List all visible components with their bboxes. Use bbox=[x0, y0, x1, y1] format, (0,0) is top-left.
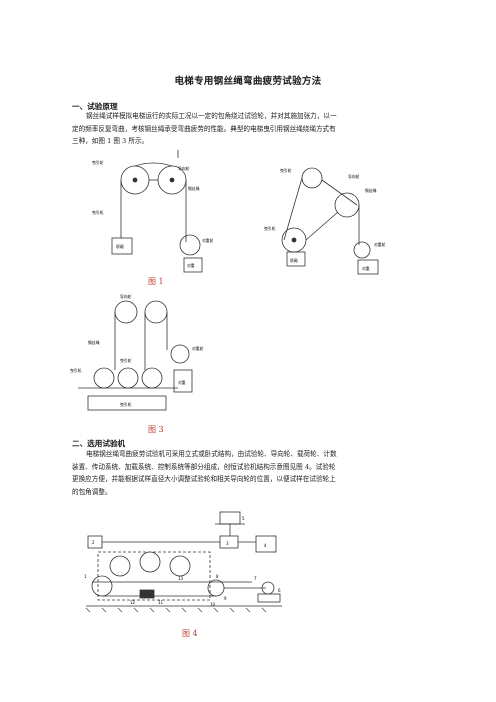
f4-wheel-a bbox=[109, 555, 131, 577]
f4-box-4 bbox=[255, 535, 277, 553]
f4-load-box bbox=[257, 593, 281, 603]
f2-label-machine: 曳引机 bbox=[264, 226, 276, 231]
f3-bottom-sheave-2 bbox=[117, 367, 139, 389]
f4-num-7: 7 bbox=[254, 576, 257, 581]
f2-label-traction: 曳引轮 bbox=[280, 168, 292, 173]
f1-label-guide: 导向轮 bbox=[178, 166, 190, 171]
figure-2-diagram: 曳引轮 导向轮 钢丝绳 轿厢 对重 曳引机 对重轮 bbox=[264, 167, 386, 275]
section2-line3: 更换应方便，并能根据试样直径大小调整试验轮和相关导向轮的位置，以便试样在试验轮上 bbox=[72, 475, 336, 483]
f4-frame bbox=[97, 551, 211, 601]
f4-num-13: 13 bbox=[178, 576, 184, 581]
f1-label-car: 轿厢 bbox=[116, 244, 124, 249]
section1-paragraph: 钢丝绳试样模拟电梯运行的实际工况以一定的包角绕过试验轮，并对其施加张力，以一 定… bbox=[72, 110, 424, 148]
f4-num-1: 1 bbox=[84, 574, 87, 579]
f4-wheel-b bbox=[139, 551, 161, 573]
f4-num-10: 10 bbox=[210, 602, 216, 607]
f4-box-2 bbox=[87, 535, 103, 549]
figure-1-caption: 图 1 bbox=[148, 277, 164, 286]
f1-label-traction: 曳引轮 bbox=[92, 160, 104, 165]
f2-label-cwt-sheave: 对重轮 bbox=[374, 242, 386, 247]
f2-label-car: 轿厢 bbox=[290, 258, 298, 263]
f4-num-11: 11 bbox=[158, 600, 164, 605]
section2-line4: 的包角调整。 bbox=[72, 487, 112, 496]
section1-line3: 三种，如图 1 图 3 所示。 bbox=[72, 137, 149, 145]
f3-label-rope: 钢丝绳 bbox=[88, 340, 100, 345]
f4-num-6: 6 bbox=[278, 588, 281, 593]
f3-bottom-sheave-1 bbox=[93, 367, 115, 389]
f1-label-cwt-sheave: 对重轮 bbox=[202, 238, 214, 243]
f2-counterweight-box bbox=[357, 259, 379, 275]
f3-counterweight-sheave bbox=[170, 344, 190, 364]
f4-control-unit bbox=[219, 511, 241, 525]
figure-3-caption: 图 3 bbox=[148, 425, 164, 434]
f4-num-2: 2 bbox=[92, 540, 95, 545]
figure-4-caption: 图 4 bbox=[182, 629, 198, 638]
f1-label-counterweight: 对重 bbox=[187, 263, 195, 268]
section2-heading: 二、选用试验机 bbox=[72, 439, 126, 448]
f2-counterweight-sheave bbox=[353, 241, 371, 259]
section1-heading: 一、试验原理 bbox=[72, 102, 118, 111]
f3-label-traction: 曳引轮 bbox=[120, 358, 132, 363]
f4-num-9: 9 bbox=[224, 596, 227, 601]
f4-wheel-c bbox=[169, 555, 191, 577]
f2-label-guide: 导向轮 bbox=[348, 174, 360, 179]
f2-top-guide-sheave bbox=[301, 167, 323, 189]
figure-1-diagram: 曳引轮 导向轮 钢丝绳 轿厢 对重 曳引机 对重轮 bbox=[92, 150, 214, 273]
f2-deflector-sheave bbox=[334, 192, 360, 218]
f4-num-4: 4 bbox=[264, 543, 267, 548]
f3-machine-base bbox=[87, 395, 167, 411]
section2-paragraph: 电梯钢丝绳弯曲疲劳试验机可采用立式或卧式结构，由试验轮、导向轮、载荷轮、计数 装… bbox=[72, 448, 424, 498]
f1-counterweight-sheave bbox=[179, 234, 201, 256]
f4-num-8: 8 bbox=[216, 574, 219, 579]
f3-top-sheave-2 bbox=[144, 300, 168, 324]
f3-label-counterweight: 对重 bbox=[178, 380, 186, 385]
f1-car-box bbox=[111, 237, 133, 255]
f3-top-sheave bbox=[114, 300, 138, 324]
f3-bottom-sheave-3 bbox=[141, 367, 163, 389]
document-title: 电梯专用钢丝绳弯曲疲劳试验方法 bbox=[174, 76, 322, 87]
f3-label-machine: 曳引机 bbox=[70, 368, 82, 373]
f2-label-counterweight: 对重 bbox=[362, 266, 370, 271]
f1-label-rope: 钢丝绳 bbox=[188, 186, 200, 191]
f4-wheel-d bbox=[91, 575, 113, 597]
f4-num-12: 12 bbox=[130, 600, 136, 605]
f3-label-guide: 导向轮 bbox=[120, 294, 132, 299]
f4-num-3: 3 bbox=[226, 541, 229, 546]
f4-num-5: 5 bbox=[242, 516, 245, 521]
f3-counterweight-box bbox=[173, 369, 193, 393]
f4-actuator bbox=[139, 589, 155, 599]
section1-line1: 钢丝绳试样模拟电梯运行的实际工况以一定的包角绕过试验轮，并对其施加张力，以一 bbox=[86, 112, 337, 120]
figure-3-diagram: 导向轮 钢丝绳 曳引轮 曳引机 对重轮 对重 曳引机 bbox=[70, 294, 204, 411]
f1-label-machine: 曳引机 bbox=[92, 210, 104, 215]
f3-label-cwt-sheave: 对重轮 bbox=[192, 346, 204, 351]
f2-label-rope: 钢丝绳 bbox=[365, 188, 377, 193]
f2-car-box bbox=[286, 251, 306, 267]
f4-box-3 bbox=[219, 535, 239, 549]
section2-line1: 电梯钢丝绳弯曲疲劳试验机可采用立式或卧式结构，由试验轮、导向轮、载荷轮、计数 bbox=[86, 450, 337, 458]
section1-line2: 定的频率反复弯曲，考核钢丝绳承受弯曲疲劳的性能。典型的电梯曳引用钢丝绳绕绳方式有 bbox=[72, 124, 336, 133]
section2-line2: 装置、传动系统、加载系统、控制系统等部分组成，创恒试验机结构示意图见图 4。试验… bbox=[72, 462, 336, 471]
f3-label-base: 曳引机 bbox=[120, 402, 132, 407]
f1-counterweight-box bbox=[183, 257, 203, 273]
figure-4-diagram: 1 2 3 4 5 6 7 8 9 10 11 12 13 bbox=[84, 511, 282, 613]
